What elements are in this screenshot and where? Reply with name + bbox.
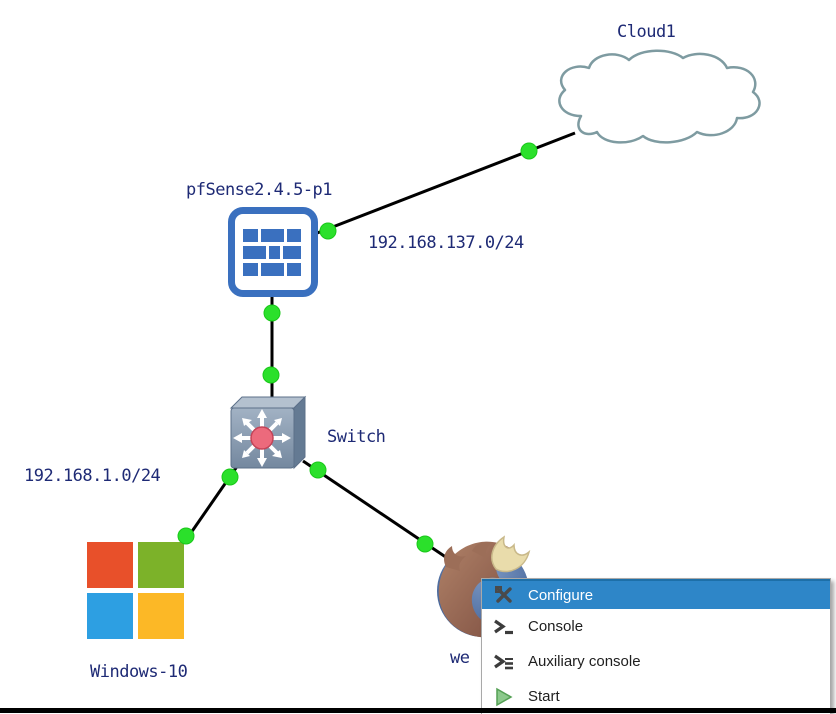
switch-node-label[interactable]: Switch [327, 427, 386, 447]
menu-item-console[interactable]: Console [482, 609, 830, 644]
lan-subnet-annotation[interactable]: 192.168.1.0/24 [24, 466, 161, 486]
firefox-node-label[interactable]: we [450, 648, 470, 668]
windows-logo-green-square [138, 542, 184, 588]
configure-tools-icon [492, 584, 516, 606]
cloud-node-icon[interactable] [545, 48, 770, 150]
node-context-menu: Configure Console Auxiliary console [481, 578, 831, 714]
windows-logo-blue-square [87, 593, 133, 639]
console-prompt-icon [492, 616, 516, 638]
menu-item-start[interactable]: Start [482, 679, 830, 714]
aux-console-icon [492, 651, 516, 673]
switch-node-icon[interactable] [226, 395, 308, 472]
menu-item-label: Auxiliary console [528, 653, 641, 670]
menu-item-configure[interactable]: Configure [482, 579, 830, 609]
screenshot-bottom-border [0, 708, 836, 713]
menu-item-aux-console[interactable]: Auxiliary console [482, 644, 830, 679]
firewall-node-icon[interactable] [228, 207, 318, 297]
windows-logo-red-square [87, 542, 133, 588]
switch-hub-dot [250, 426, 274, 450]
link-switch-windows[interactable] [184, 464, 240, 541]
menu-item-label: Start [528, 688, 560, 705]
link-switch-firefox[interactable] [302, 459, 463, 570]
windows-node-icon[interactable] [87, 542, 184, 639]
windows-logo-yellow-square [138, 593, 184, 639]
start-play-icon [492, 686, 516, 708]
menu-item-label: Configure [528, 586, 594, 604]
menu-item-label: Console [528, 618, 584, 635]
firewall-node-label[interactable]: pfSense2.4.5-p1 [186, 180, 333, 200]
firewall-brick-pattern [243, 228, 303, 276]
link-pfsense-cloud[interactable] [311, 131, 576, 237]
wan-subnet-annotation[interactable]: 192.168.137.0/24 [368, 233, 524, 253]
windows-node-label[interactable]: Windows-10 [90, 662, 188, 682]
cloud-node-label[interactable]: Cloud1 [617, 22, 676, 42]
